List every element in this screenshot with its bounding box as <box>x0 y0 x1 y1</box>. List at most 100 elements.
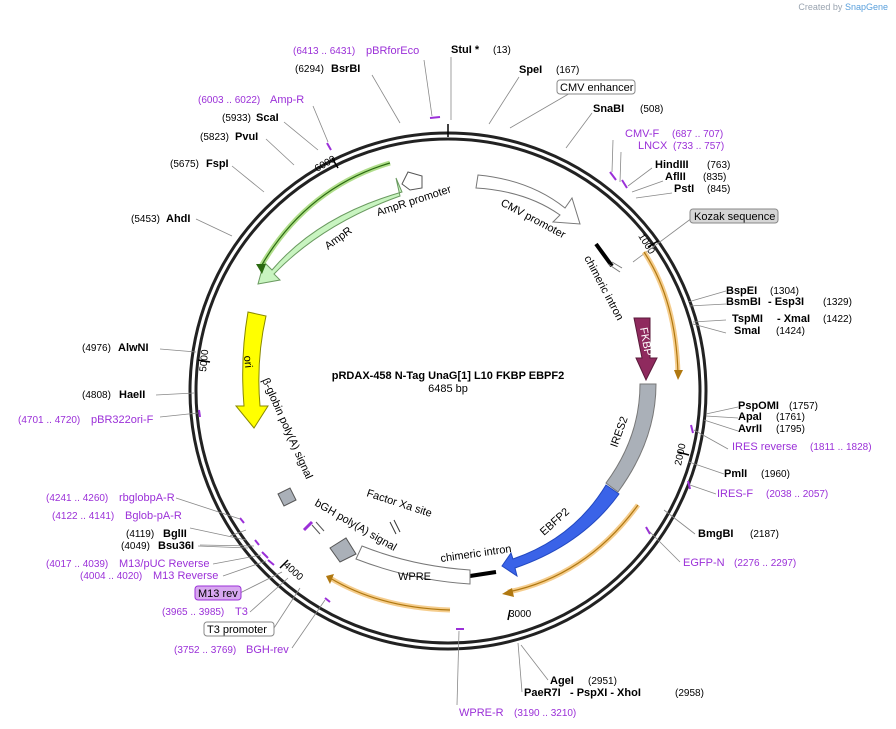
ampr-arrow <box>257 177 403 285</box>
enzyme-smai-pos: (1424) <box>776 326 805 337</box>
enzyme-scai: ScaI <box>256 112 279 124</box>
enzyme-pvui-pos: (5823) <box>200 132 229 143</box>
ori-label: ori <box>241 355 254 368</box>
primer-bglob-pa-r: Bglob-pA-R <box>125 510 182 522</box>
brand-name: SnapGene <box>844 2 888 12</box>
enzyme-bspei-pos: (1304) <box>770 286 799 297</box>
primer-rbglobpa-r: rbglobpA-R <box>119 492 175 504</box>
enzyme-esp3i: - Esp3I <box>768 296 804 308</box>
enzyme-scai-pos: (5933) <box>222 113 251 124</box>
m13rev-box <box>194 585 242 601</box>
primer-pbrforeco: pBRforEco <box>366 45 419 57</box>
bglobin-label: β-globin poly(A) signal <box>259 376 314 481</box>
primer-m13puc-reverse: M13/pUC Reverse <box>119 558 209 570</box>
fkbp-arrow <box>633 317 658 382</box>
ampr-promoter-arrow <box>401 171 423 191</box>
primer-cmv-f-pos: (687 .. 707) <box>672 129 723 140</box>
enzyme-paer7i: PaeR7I <box>524 687 561 699</box>
tick-label-3000: 3000 <box>509 609 532 620</box>
tick-label-5000: 5000 <box>198 349 211 373</box>
egfp-highlight <box>507 503 641 595</box>
enzyme-snabi-pos: (508) <box>640 104 663 115</box>
primer-t3: T3 <box>235 606 248 618</box>
primer-m13puc-reverse-pos: (4017 .. 4039) <box>46 559 108 570</box>
snapgene-brand: Created by SnapGene <box>798 2 888 12</box>
enzyme-bsu36i-pos: (4049) <box>121 541 150 552</box>
primer-marks <box>198 116 694 630</box>
chimeric-intron-1-bar <box>594 242 614 268</box>
enzyme-pspxi-xhoi: - PspXI - XhoI <box>570 687 641 699</box>
enzyme-bsrbi: BsrBI <box>331 63 360 75</box>
enzyme-stui-pos: (13) <box>493 45 511 56</box>
primer-egfp-n-pos: (2276 .. 2297) <box>734 558 796 569</box>
primer-ampr: Amp-R <box>270 94 304 106</box>
enzyme-agei: AgeI <box>550 675 574 687</box>
enzyme-psti: PstI <box>674 183 694 195</box>
enzyme-bmgbi-pos: (2187) <box>750 529 779 540</box>
ebfp2-arrow <box>501 484 620 578</box>
enzyme-apai: ApaI <box>738 411 762 423</box>
enzyme-snabi: SnaBI <box>593 103 624 115</box>
enzyme-fspi-pos: (5675) <box>170 159 199 170</box>
enzyme-pspomi-pos: (1757) <box>789 401 818 412</box>
primer-wpre-r: WPRE-R <box>459 707 504 719</box>
tick-label-2000: 2000 <box>673 442 688 466</box>
wpre-block <box>355 545 471 585</box>
chimeric-intron-2-bar <box>469 570 497 578</box>
cmv-enhancer-box <box>556 79 636 95</box>
primer-cmv-f: CMV-F <box>625 128 660 140</box>
ori-arrow <box>234 311 269 429</box>
enzyme-smai: SmaI <box>734 325 760 337</box>
kozak-label: Kozak sequence <box>694 211 775 223</box>
primer-ampr-pos: (6003 .. 6022) <box>198 95 260 106</box>
enzyme-bsmbi: BsmBI <box>726 296 761 308</box>
primer-t3-pos: (3965 .. 3985) <box>162 607 224 618</box>
plasmid-title: pRDAX-458 N-Tag UnaG[1] L10 FKBP EBPF2 <box>332 370 564 382</box>
enzyme-spei: SpeI <box>519 64 542 76</box>
backbone-inner <box>194 137 702 645</box>
primer-ires-reverse-pos: (1811 .. 1828) <box>810 442 872 453</box>
enzyme-psti-pos: (845) <box>707 184 730 195</box>
primer-m13-reverse: M13 Reverse <box>153 570 218 582</box>
t3-promoter-box <box>203 621 275 637</box>
fkbp-label: FKBP <box>637 326 654 356</box>
enzyme-bglii: BglII <box>163 528 187 540</box>
cmv-enhancer-label: CMV enhancer <box>560 82 634 94</box>
primer-pbr322ori-f-pos: (4701 .. 4720) <box>18 415 80 426</box>
ires2-block <box>605 383 657 493</box>
enzyme-tspmi: TspMI <box>732 313 763 325</box>
enzyme-bspei: BspEI <box>726 285 757 297</box>
ires2-label: IRES2 <box>609 415 631 449</box>
enzyme-haeii: HaeII <box>119 389 145 401</box>
enzyme-alwni: AlwNI <box>118 342 149 354</box>
chimeric-intron-1-label: chimeric intron <box>581 254 625 323</box>
factor-xa-label: Factor Xa site <box>365 487 433 519</box>
leader-lines <box>155 57 739 706</box>
cmv-promoter-arrow <box>475 174 581 225</box>
enzyme-alwni-pos: (4976) <box>82 343 111 354</box>
bgh-label: bGH poly(A) signal <box>313 497 399 554</box>
enzyme-bglii-pos: (4119) <box>126 529 154 540</box>
primer-egfp-n: EGFP-N <box>683 557 725 569</box>
enzyme-aflii: AflII <box>665 171 686 183</box>
enzyme-bsu36i: Bsu36I <box>158 540 194 552</box>
enzyme-fspi: FspI <box>206 158 229 170</box>
primer-ires-f-pos: (2038 .. 2057) <box>766 489 828 500</box>
primer-bgh-rev-pos: (3752 .. 3769) <box>174 645 236 656</box>
enzyme-aflii-pos: (835) <box>703 172 726 183</box>
primer-lncx: LNCX <box>638 140 668 152</box>
enzyme-agei-pos: (2951) <box>588 676 617 687</box>
wpre-label: WPRE <box>398 571 431 583</box>
primer-bglob-pa-r-pos: (4122 .. 4141) <box>52 511 114 522</box>
enzyme-avrii-pos: (1795) <box>776 424 805 435</box>
primer-ires-f: IRES-F <box>717 488 753 500</box>
enzyme-bmgbi: BmgBI <box>698 528 733 540</box>
t3-promoter-label: T3 promoter <box>207 624 267 636</box>
chimeric-intron-2-label: chimeric intron <box>440 543 513 565</box>
enzyme-xmai: - XmaI <box>777 313 810 325</box>
m13rev-label: M13 rev <box>198 588 238 600</box>
enzyme-bsmbi-pos: (1329) <box>823 297 852 308</box>
enzyme-avrii: AvrII <box>738 423 762 435</box>
primer-pbrforeco-pos: (6413 .. 6431) <box>293 46 355 57</box>
